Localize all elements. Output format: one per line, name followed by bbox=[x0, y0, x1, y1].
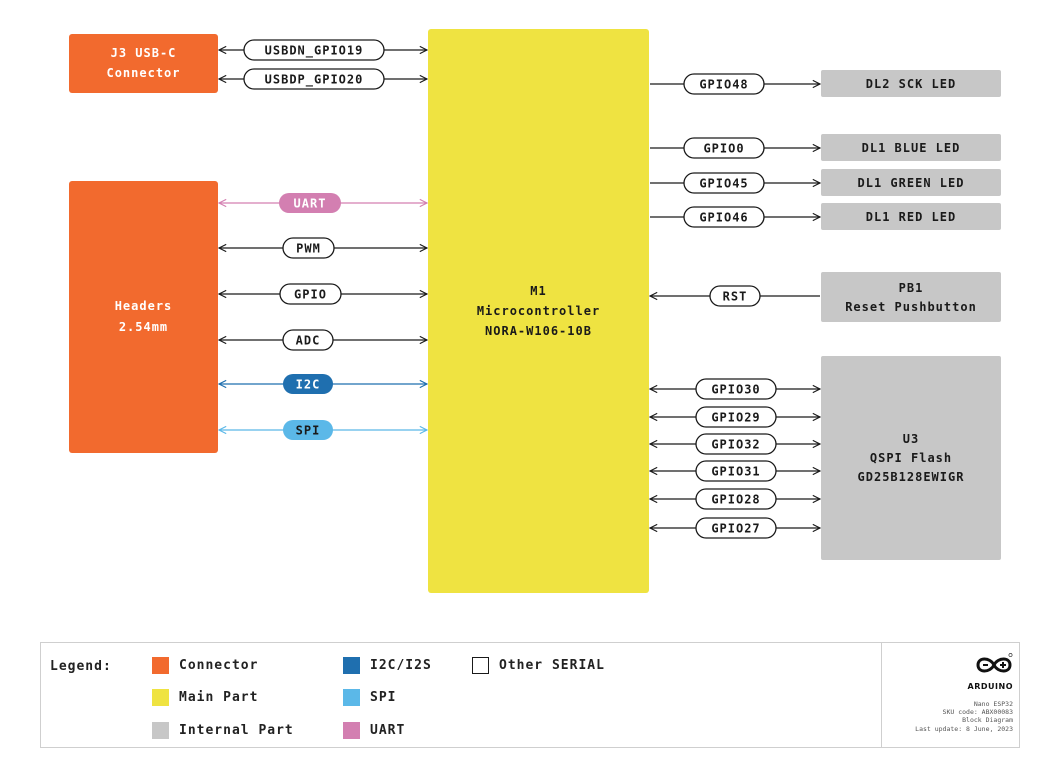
u3-label-line1: U3 bbox=[903, 432, 919, 446]
uart-connection: UART bbox=[219, 193, 427, 213]
headers-label-line1: Headers bbox=[115, 299, 173, 313]
sku-code: SKU code: ABX00083 bbox=[942, 708, 1013, 717]
legend-label-connector: Connector bbox=[179, 658, 259, 673]
m1-label-line1: M1 bbox=[530, 284, 546, 298]
legend-swatch-connector bbox=[152, 657, 169, 674]
headers-block: Headers 2.54mm bbox=[69, 181, 218, 453]
pb1-label-line1: PB1 bbox=[899, 281, 924, 295]
legend-item-main-part: Main Part bbox=[152, 689, 258, 706]
legend-item-connector: Connector bbox=[152, 657, 258, 674]
m1-microcontroller-block: M1 Microcontroller NORA-W106-10B bbox=[428, 29, 649, 593]
u3-qspi-flash-block: U3 QSPI Flash GD25B128EWIGR bbox=[821, 356, 1001, 560]
dl1-blue-label: DL1 BLUE LED bbox=[862, 141, 961, 155]
dl1-green-led-block: DL1 GREEN LED bbox=[821, 169, 1001, 196]
u3-label-line2: QSPI Flash bbox=[870, 451, 952, 465]
brand-panel: ARDUINO Nano ESP32 SKU code: ABX00083 Bl… bbox=[881, 643, 1021, 747]
gpio-label: GPIO bbox=[294, 288, 327, 302]
gpio29-connection: GPIO29 bbox=[650, 406, 820, 428]
dl2-sck-led-block: DL2 SCK LED bbox=[821, 70, 1001, 97]
pwm-label: PWM bbox=[296, 242, 321, 256]
gpio45-connection: GPIO45 bbox=[650, 172, 820, 194]
legend-swatch-spi bbox=[343, 689, 360, 706]
rst-connection: RST bbox=[650, 285, 820, 307]
i2c-connection: I2C bbox=[219, 374, 427, 394]
headers-label-line2: 2.54mm bbox=[119, 320, 168, 334]
pb1-label-line2: Reset Pushbutton bbox=[845, 300, 977, 314]
j3-usbc-connector-block: J3 USB-C Connector bbox=[69, 34, 218, 93]
gpio30-label: GPIO30 bbox=[711, 383, 760, 397]
dl1-green-label: DL1 GREEN LED bbox=[858, 176, 965, 190]
m1-label-line3: NORA-W106-10B bbox=[485, 324, 592, 338]
pb1-reset-pushbutton-block: PB1 Reset Pushbutton bbox=[821, 272, 1001, 322]
i2c-label: I2C bbox=[296, 378, 321, 392]
gpio45-label: GPIO45 bbox=[699, 177, 748, 191]
spi-label: SPI bbox=[296, 424, 321, 438]
legend-label-internal-part: Internal Part bbox=[179, 723, 294, 738]
gpio0-label: GPIO0 bbox=[703, 142, 744, 156]
gpio0-connection: GPIO0 bbox=[650, 137, 820, 159]
legend-item-i2c-i2s: I2C/I2S bbox=[343, 657, 432, 674]
m1-label-line2: Microcontroller bbox=[477, 304, 600, 318]
brand-name: ARDUINO bbox=[967, 682, 1013, 691]
legend: Legend: Connector Main Part Internal Par… bbox=[40, 642, 1020, 748]
legend-label-main-part: Main Part bbox=[179, 690, 259, 705]
legend-swatch-i2c-i2s bbox=[343, 657, 360, 674]
legend-label-uart: UART bbox=[370, 723, 406, 738]
gpio30-connection: GPIO30 bbox=[650, 378, 820, 400]
pwm-connection: PWM bbox=[219, 237, 427, 259]
adc-label: ADC bbox=[296, 334, 321, 348]
gpio32-label: GPIO32 bbox=[711, 438, 760, 452]
legend-swatch-internal-part bbox=[152, 722, 169, 739]
gpio48-connection: GPIO48 bbox=[650, 73, 820, 95]
dl1-blue-led-block: DL1 BLUE LED bbox=[821, 134, 1001, 161]
arduino-logo-icon bbox=[976, 653, 1013, 673]
dl2-label: DL2 SCK LED bbox=[866, 77, 956, 91]
legend-swatch-main-part bbox=[152, 689, 169, 706]
legend-title: Legend: bbox=[50, 659, 112, 674]
uart-label: UART bbox=[294, 197, 327, 211]
usbdp-gpio20-label: USBDP_GPIO20 bbox=[265, 73, 364, 88]
usbdn-gpio19-connection: USBDN_GPIO19 bbox=[219, 39, 427, 61]
legend-item-internal-part: Internal Part bbox=[152, 722, 294, 739]
gpio28-connection: GPIO28 bbox=[650, 488, 820, 510]
product-name: Nano ESP32 bbox=[973, 700, 1013, 708]
last-update: Last update: 8 June, 2023 bbox=[915, 724, 1013, 733]
gpio32-connection: GPIO32 bbox=[650, 433, 820, 455]
gpio27-connection: GPIO27 bbox=[650, 517, 820, 539]
usbdn-gpio19-label: USBDN_GPIO19 bbox=[265, 44, 364, 59]
legend-item-spi: SPI bbox=[343, 689, 396, 706]
rst-label: RST bbox=[723, 290, 748, 304]
document-type: Block Diagram bbox=[962, 716, 1013, 725]
legend-item-other-serial: Other SERIAL bbox=[472, 657, 605, 674]
j3-label-line1: J3 USB-C bbox=[111, 46, 177, 60]
spi-connection: SPI bbox=[219, 420, 427, 440]
gpio27-label: GPIO27 bbox=[711, 522, 760, 536]
gpio29-label: GPIO29 bbox=[711, 411, 760, 425]
gpio28-label: GPIO28 bbox=[711, 493, 760, 507]
gpio46-label: GPIO46 bbox=[699, 211, 748, 225]
legend-label-spi: SPI bbox=[370, 690, 397, 705]
gpio46-connection: GPIO46 bbox=[650, 206, 820, 228]
document-info: Nano ESP32 SKU code: ABX00083 Block Diag… bbox=[915, 700, 1013, 733]
gpio-connection: GPIO bbox=[219, 283, 427, 305]
legend-label-other-serial: Other SERIAL bbox=[499, 658, 605, 673]
legend-swatch-uart bbox=[343, 722, 360, 739]
adc-connection: ADC bbox=[219, 329, 427, 351]
dl1-red-label: DL1 RED LED bbox=[866, 210, 956, 224]
j3-label-line2: Connector bbox=[106, 66, 180, 80]
u3-label-line3: GD25B128EWIGR bbox=[858, 470, 965, 484]
legend-item-uart: UART bbox=[343, 722, 405, 739]
gpio48-label: GPIO48 bbox=[699, 78, 748, 92]
gpio31-label: GPIO31 bbox=[711, 465, 760, 479]
legend-label-i2c-i2s: I2C/I2S bbox=[370, 658, 432, 673]
usbdp-gpio20-connection: USBDP_GPIO20 bbox=[219, 68, 427, 90]
dl1-red-led-block: DL1 RED LED bbox=[821, 203, 1001, 230]
gpio31-connection: GPIO31 bbox=[650, 460, 820, 482]
legend-swatch-other-serial bbox=[472, 657, 489, 674]
